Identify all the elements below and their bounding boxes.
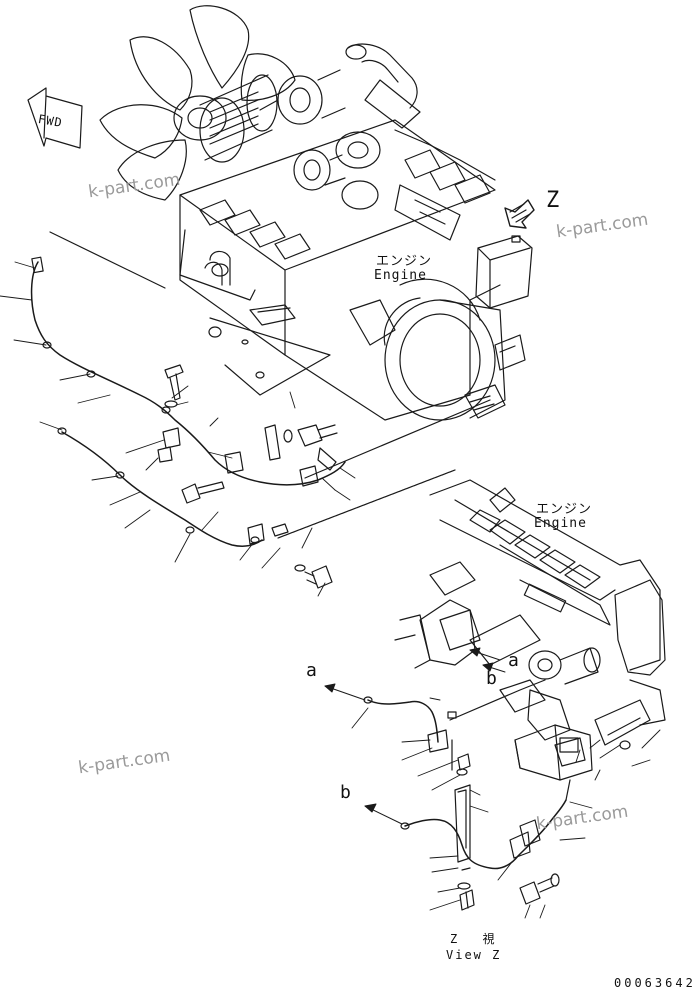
engine-label-jp: エンジン [376,254,433,269]
mounting-bracket-icon [204,261,331,396]
bolt-icon [283,424,338,447]
engine-label-jp-view-z: エンジン [536,502,593,517]
bolt-icon [164,364,184,408]
engine-block-icon [179,229,501,421]
bolt-icon [294,564,333,589]
callout-b-view-z: b [486,668,497,689]
engine-assembly-view-z [394,479,666,781]
callout-arrows [324,647,506,825]
view-caption-en: View Z [446,948,502,962]
controller-box-icon [475,235,533,309]
engine-assembly-top [99,5,533,421]
cylinder-head-icon [179,119,496,356]
engine-label-en: Engine [374,268,427,283]
cooling-fan-icon [99,5,296,201]
view-caption-jp: Z 視 [450,932,497,946]
exhaust-pipe-icon [345,43,421,129]
leader-lines-left [0,261,356,597]
bolt-icon [181,481,225,504]
forward-direction-arrow [27,87,83,149]
leader-lines-view-z [351,697,661,919]
wiring-harness-main [30,231,491,547]
reference-number: 00063642 [614,976,696,990]
connector-bracket-icon [464,334,526,419]
alternator-icon [259,69,346,125]
wiring-harness-view-z [363,679,571,911]
view-z-marker: Z [546,188,560,213]
callout-a-view-z: a [508,650,519,671]
flywheel-housing-icon [383,297,506,421]
turbocharger-icon [293,131,381,210]
callout-a: a [306,660,317,681]
pulley-icon [199,74,278,163]
callout-b: b [340,782,351,803]
engine-label-en-view-z: Engine [534,516,587,531]
view-direction-arrow [504,199,535,229]
